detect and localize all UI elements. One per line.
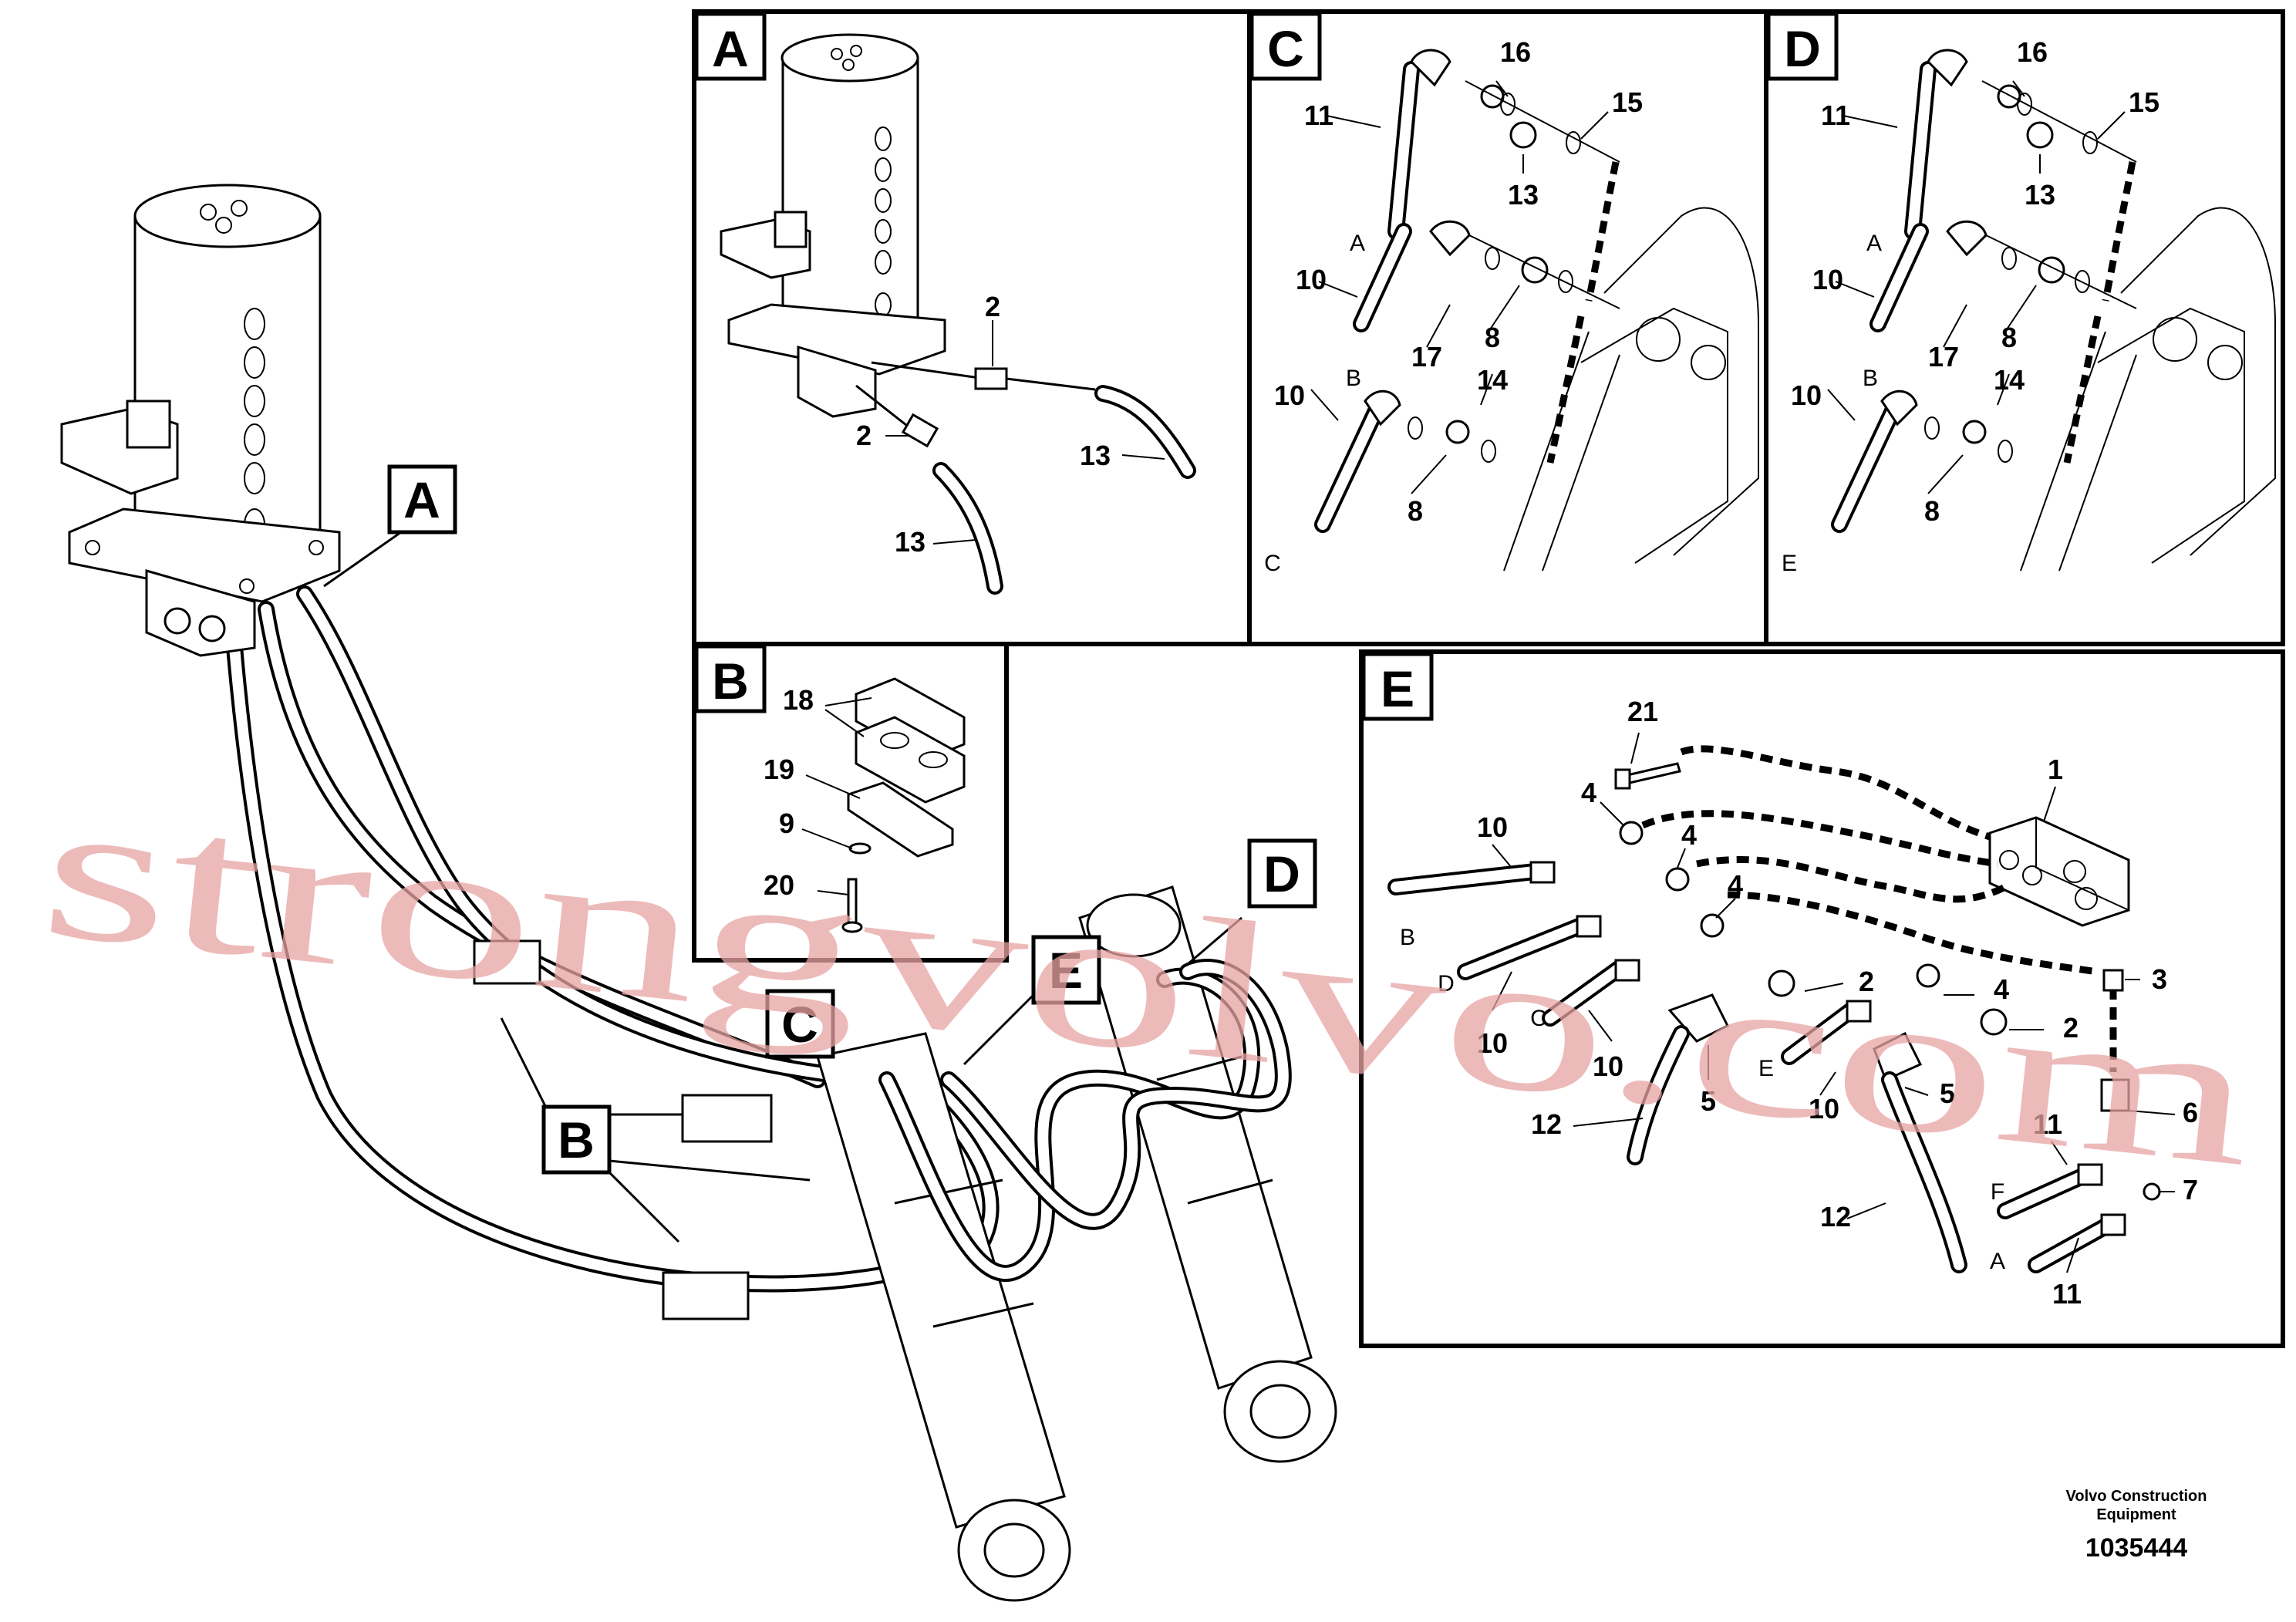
callout-number: 21 (1627, 696, 1658, 727)
company-line-1: Volvo Construction (2066, 1488, 2207, 1505)
callout-number: 13 (2025, 179, 2055, 211)
callout-number: 17 (1411, 341, 1442, 373)
callout-number: 11 (2052, 1278, 2082, 1310)
callout-number: 11 (1304, 99, 1333, 131)
drawing-number: 1035444 (2085, 1533, 2187, 1563)
detail-tag-letter: E (1381, 660, 1414, 717)
callout-number: 4 (1681, 819, 1697, 851)
detail-tag-letter: D (1784, 20, 1821, 77)
callout-number: 9 (779, 808, 794, 839)
callout-number: 4 (1994, 973, 2009, 1005)
main-tag-d: D (1247, 838, 1317, 909)
hose-letter: C (1530, 1006, 1547, 1031)
callout-number: 10 (1809, 1093, 1839, 1125)
callout-number: 10 (1477, 1027, 1508, 1059)
hose-letter: C (1264, 551, 1281, 576)
company-line-2: Equipment (2096, 1506, 2176, 1523)
callout-number: 8 (1408, 495, 1423, 527)
detail-panel-c: C (1247, 9, 1768, 646)
callout-number: 2 (985, 291, 1000, 322)
callout-number: 1 (2048, 754, 2063, 785)
callout-number: 13 (1080, 440, 1111, 471)
hose-letter: B (1400, 925, 1415, 950)
hose-letter: E (1758, 1056, 1774, 1081)
callout-number: 17 (1928, 341, 1959, 373)
callout-number: 2 (1859, 966, 1874, 997)
callout-number: 15 (1612, 86, 1643, 118)
callout-number: 14 (1477, 364, 1508, 396)
callout-number: 12 (1820, 1201, 1851, 1233)
callout-number: 5 (1940, 1077, 1955, 1109)
hose-letter: B (1863, 366, 1878, 391)
hose-letter: B (1346, 366, 1361, 391)
callout-number: 10 (1791, 379, 1822, 411)
callout-number: 15 (2129, 86, 2159, 118)
detail-tag-letter: A (712, 20, 749, 77)
callout-number: 13 (1508, 179, 1539, 211)
detail-panel-d: D (1764, 9, 2285, 646)
callout-number: 10 (1593, 1050, 1623, 1082)
hose-letter: A (1990, 1249, 2005, 1274)
callout-number: 18 (783, 684, 814, 716)
main-tag-b: B (541, 1104, 612, 1175)
hose-letter: A (1350, 231, 1365, 256)
main-assembly: A B C D E (60, 184, 1337, 1602)
callout-number: 4 (1581, 777, 1596, 808)
callout-number: 10 (1296, 264, 1327, 295)
detail-panel-b: B 18 19 9 20 (692, 642, 1009, 963)
callout-number: 10 (1274, 379, 1305, 411)
detail-panel-a: A 2 2 13 13 (692, 9, 1252, 646)
detail-tag-letter: E (1049, 942, 1083, 999)
callout-number: 10 (1812, 264, 1843, 295)
hose-letter: F (1991, 1179, 2004, 1205)
hose-letter: D (1438, 971, 1455, 996)
detail-tag-letter: A (403, 471, 440, 528)
callout-number: 5 (1701, 1085, 1716, 1117)
callout-number: 10 (1477, 811, 1508, 843)
detail-panel-e: E (1359, 649, 2285, 1348)
callout-number: 13 (895, 526, 925, 558)
callout-number: 11 (1821, 99, 1850, 131)
callout-number: 12 (1531, 1108, 1562, 1140)
main-tag-e: E (1031, 935, 1101, 1005)
callout-number: 11 (2033, 1108, 2062, 1140)
callout-number: 2 (856, 420, 872, 451)
main-tag-a: A (387, 464, 457, 534)
callout-number: 3 (2152, 963, 2167, 995)
callout-number: 8 (1485, 322, 1500, 353)
detail-tag-letter: B (712, 653, 749, 710)
main-tag-c: C (765, 989, 835, 1059)
callout-number: 20 (764, 869, 794, 901)
callout-number: 19 (764, 754, 794, 785)
detail-tag-letter: C (1267, 20, 1304, 77)
callout-number: 14 (1994, 364, 2025, 396)
callout-number: 8 (1924, 495, 1940, 527)
detail-tag-letter: B (558, 1111, 595, 1168)
hose-letter: A (1866, 231, 1882, 256)
callout-number: 8 (2001, 322, 2017, 353)
footer: Volvo Construction Equipment 1035444 (2066, 1488, 2207, 1563)
callout-number: 4 (1728, 869, 1743, 901)
detail-tag-letter: C (781, 996, 818, 1053)
callout-number: 2 (2063, 1012, 2079, 1044)
callout-number: 16 (2017, 36, 2048, 68)
callout-number: 16 (1500, 36, 1531, 68)
hose-letter: E (1782, 551, 1797, 576)
callout-number: 6 (2183, 1097, 2198, 1128)
detail-tag-letter: D (1263, 845, 1300, 902)
callout-number: 7 (2183, 1174, 2198, 1206)
